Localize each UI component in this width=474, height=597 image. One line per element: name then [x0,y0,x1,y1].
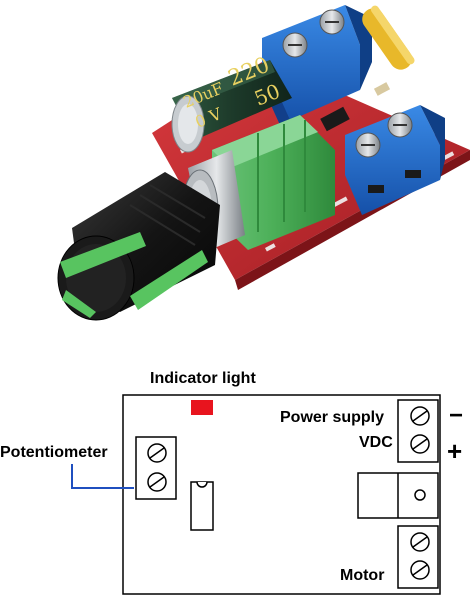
product-photo: 220 50 20uF 0 V [57,5,470,321]
terminal-block-motor [345,105,445,215]
potentiometer-body [212,115,335,250]
indicator-light [191,400,213,415]
indicator-light-label: Indicator light [150,370,256,387]
mosfet-component [357,472,439,519]
vdc-label: VDC [359,434,393,451]
power-supply-label: Power supply [280,409,384,426]
plus-sign: + [447,436,462,466]
yellow-component [362,5,415,70]
motor-terminal [397,525,439,589]
potentiometer-label: Potentiometer [0,444,108,461]
potentiometer-terminal [135,436,177,500]
power-terminal [397,399,439,463]
minus-sign: − [449,402,463,429]
wiring-diagram: Indicator light Power supply VDC − + Pot… [0,370,463,595]
potentiometer-wire [71,464,134,489]
ic-chip [190,481,214,531]
capacitor: 220 50 20uF 0 V [171,53,292,153]
knob [57,172,220,321]
motor-label: Motor [340,567,384,584]
